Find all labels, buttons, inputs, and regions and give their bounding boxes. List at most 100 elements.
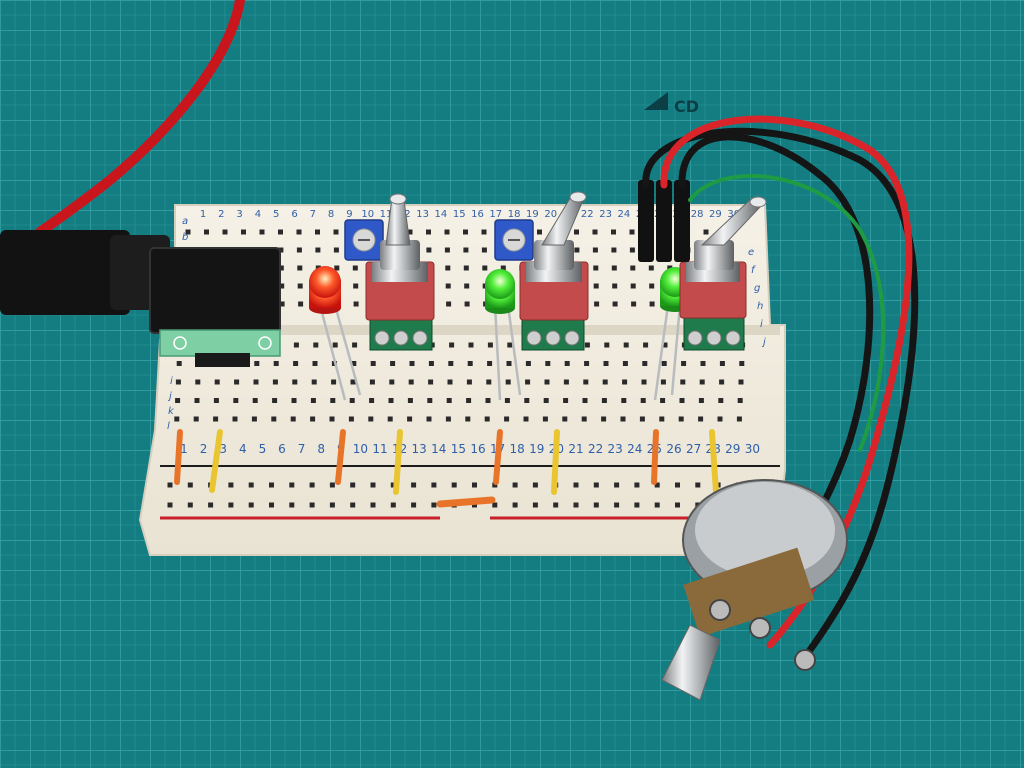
breadboard-hole <box>481 229 487 235</box>
breadboard-hole <box>351 361 357 366</box>
breadboard-hole <box>253 379 259 385</box>
breadboard-hole <box>500 265 506 271</box>
column-number-bottom: 11 <box>372 442 387 456</box>
breadboard-hole <box>426 247 432 253</box>
breadboard-hole <box>612 283 618 289</box>
breadboard-hole <box>675 502 680 508</box>
breadboard-hole <box>369 379 375 385</box>
column-number-bottom: 1 <box>180 442 188 456</box>
breadboard-hole <box>272 398 278 403</box>
breadboard-hole <box>269 502 274 508</box>
row-letter-right: e <box>748 247 754 258</box>
breadboard-hole <box>208 502 214 508</box>
row-letter-left-bottom: i <box>170 376 173 387</box>
potentiometer[interactable] <box>661 479 848 701</box>
breadboard-hole <box>614 502 620 508</box>
breadboard-hole <box>737 398 743 403</box>
toggle-switch-1[interactable] <box>365 193 435 351</box>
breadboard-hole <box>254 361 260 366</box>
breadboard-hole <box>543 398 549 403</box>
column-number-top: 14 <box>435 209 448 220</box>
breadboard-hole <box>426 416 432 422</box>
breadboard-hole <box>234 379 240 385</box>
toggle-switch-3[interactable] <box>679 196 767 351</box>
breadboard-hole <box>290 416 296 422</box>
column-number-top: 19 <box>526 209 539 220</box>
breadboard-hole <box>350 379 356 385</box>
breadboard-hole <box>232 416 238 422</box>
column-number-top: 3 <box>236 209 242 220</box>
breadboard-hole <box>614 482 620 488</box>
breadboard-hole <box>699 379 705 385</box>
blue-trimmer-2 <box>494 219 534 261</box>
breadboard-hole <box>492 502 498 508</box>
breadboard-hole <box>593 502 599 508</box>
toggle-switch-2[interactable] <box>519 191 589 351</box>
breadboard-hole <box>654 502 660 508</box>
breadboard-hole <box>700 361 706 366</box>
column-number-bottom: 6 <box>278 442 286 456</box>
breadboard-hole <box>506 361 512 366</box>
breadboard-hole <box>407 416 413 422</box>
column-number-bottom: 10 <box>353 442 368 456</box>
breadboard-hole <box>542 416 548 422</box>
breadboard-hole <box>584 342 590 348</box>
breadboard-hole <box>719 379 725 385</box>
breadboard-hole <box>330 398 336 403</box>
breadboard-hole <box>675 482 680 488</box>
breadboard-hole <box>582 398 588 403</box>
breadboard: 1234567891011121314151617181920212223242… <box>138 204 786 556</box>
breadboard-hole <box>446 301 452 307</box>
breadboard-hole <box>333 247 339 253</box>
green-led-1 <box>485 269 515 314</box>
breadboard-hole <box>680 379 686 385</box>
breadboard-hole <box>621 398 627 403</box>
breadboard-hole <box>532 482 538 488</box>
breadboard-hole <box>523 416 529 422</box>
orange-jumper-horizontal <box>436 496 496 508</box>
breadboard-hole <box>487 361 493 366</box>
breadboard-hole <box>537 229 542 235</box>
breadboard-hole <box>222 229 228 235</box>
column-number-bottom: 13 <box>412 442 427 456</box>
breadboard-hole <box>581 416 587 422</box>
breadboard-hole <box>213 416 219 422</box>
breadboard-hole <box>427 398 433 403</box>
orange-jumper-1 <box>174 429 183 485</box>
column-number-bottom: 23 <box>608 442 623 456</box>
row-letter-right: h <box>757 301 763 312</box>
column-number-bottom: 21 <box>568 442 583 456</box>
column-number-top: 23 <box>599 209 612 220</box>
row-letter-right: f <box>751 265 756 276</box>
column-number-top: 20 <box>544 209 557 220</box>
breadboard-hole <box>296 229 302 235</box>
breadboard-hole <box>426 229 431 235</box>
mat-label-group: CD <box>644 92 699 116</box>
breadboard-hole <box>504 416 510 422</box>
breadboard-hole <box>718 398 724 403</box>
breadboard-hole <box>583 379 589 385</box>
column-number-top: 11 <box>380 209 393 220</box>
breadboard-hole <box>641 379 647 385</box>
breadboard-hole <box>717 416 723 422</box>
breadboard-hole <box>739 361 745 366</box>
breadboard-hole <box>698 398 704 403</box>
breadboard-hole <box>278 229 283 235</box>
breadboard-hole <box>563 398 569 403</box>
breadboard-hole <box>309 482 315 488</box>
breadboard-hole <box>634 482 640 488</box>
column-number-top: 17 <box>489 209 502 220</box>
breadboard-hole <box>447 379 453 385</box>
breadboard-hole <box>593 283 599 289</box>
column-numbers-bottom: 1234567891011121314151617181920212223242… <box>180 442 760 456</box>
red-power-cable <box>35 0 245 237</box>
breadboard-hole <box>279 283 285 289</box>
breadboard-hole <box>407 229 413 235</box>
breadboard-hole <box>309 502 315 508</box>
breadboard-hole <box>640 398 646 403</box>
column-number-top: 29 <box>709 209 722 220</box>
breadboard-hole <box>584 361 590 366</box>
breadboard-hole <box>291 398 297 403</box>
breadboard-hole <box>601 416 607 422</box>
breadboard-hole <box>329 502 335 508</box>
